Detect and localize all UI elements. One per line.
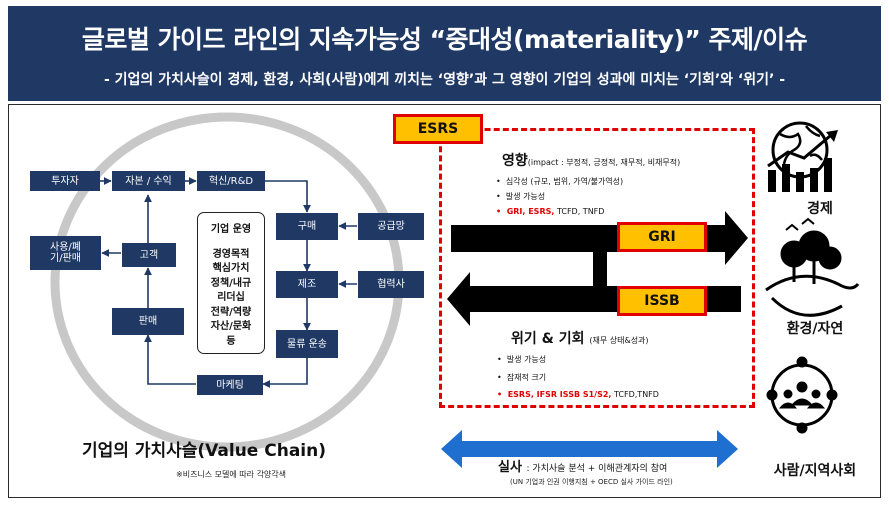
impact-title-text: 영향	[502, 153, 528, 169]
value-chain-label: 기업의 가치사슬(Value Chain)	[82, 441, 326, 461]
impact-subtitle: (impact : 부정적, 긍정적, 재무적, 비재무적)	[527, 158, 681, 167]
economy-icon	[771, 121, 829, 179]
practice-note: (UN 기업과 인권 이행지침 + OECD 실사 가이드 라인)	[510, 478, 673, 486]
operations-title: 기업 운영	[210, 224, 252, 235]
economy-label: 경제	[807, 201, 833, 217]
operations-line: 리더십	[217, 292, 245, 303]
box-logistics: 물류 운송	[276, 330, 338, 358]
box-customer: 고객	[122, 243, 176, 267]
practice-title: 실사	[498, 460, 522, 475]
box-supply-network: 공급망	[358, 213, 424, 240]
box-marketing: 마케팅	[197, 375, 263, 395]
box-sales: 판매	[112, 308, 184, 335]
impact-bullet-text: 심각성 (규모, 범위, 가역/불가역성)	[505, 177, 624, 186]
practice-subtitle: : 가치사슬 분석 + 이해관계자의 참여	[526, 464, 668, 474]
box-purchase: 구매	[276, 213, 338, 240]
impact-standards-red: GRI, ESRS,	[506, 207, 555, 216]
impact-standards-black: TCFD, TNFD	[554, 207, 605, 216]
arrow-logistics-marketing	[262, 358, 308, 388]
box-investor: 투자자	[30, 171, 100, 191]
risk-bullet: • 잠재적 크기	[497, 373, 547, 382]
content-frame	[8, 104, 881, 498]
risk-subtitle: (재무 상태&성과)	[589, 336, 649, 345]
risk-standards: • ESRS, IFSR ISSB S1/S2, TCFD,TNFD	[497, 390, 659, 399]
operations-line: 정책/내규	[210, 277, 252, 289]
header-banner: 글로벌 가이드 라인의 지속가능성 “중대성(materiality)” 주제/…	[8, 6, 881, 101]
environment-label: 환경/자연	[786, 321, 844, 337]
risk-title: 위기 & 기회 (재무 상태&성과)	[511, 328, 649, 348]
bar-chart-icon	[767, 130, 838, 192]
esrs-tag: ESRS	[393, 114, 483, 144]
impact-title: 영향(impact : 부정적, 긍정적, 재무적, 비재무적)	[502, 150, 680, 170]
box-innovation: 혁신/R&D	[197, 171, 265, 191]
practice-label: 실사 : 가치사슬 분석 + 이해관계자의 참여	[498, 456, 667, 475]
risk-bullet: • 발생 가능성	[497, 355, 547, 364]
box-use-disposal: 사용/폐기/판매	[30, 236, 101, 270]
box-manufacturing: 제조	[276, 271, 338, 298]
impact-standards: • GRI, ESRS, TCFD, TNFD	[496, 207, 605, 216]
society-label: 사람/지역사회	[773, 463, 857, 479]
impact-bullet-text: 발생 가능성	[505, 192, 546, 201]
risk-standards-red: ESRS, IFSR ISSB S1/S2,	[507, 390, 612, 399]
risk-bullet-text: 발생 가능성	[506, 355, 547, 364]
arrow-connector	[593, 250, 607, 288]
impact-bullet: • 심각성 (규모, 범위, 가역/불가역성)	[496, 177, 624, 186]
issb-tag: ISSB	[617, 286, 707, 316]
environment-icon	[765, 217, 860, 317]
materiality-dashed-box	[439, 128, 755, 408]
page-subtitle: - 기업의 가치사슬이 경제, 환경, 사회(사람)에게 끼치는 ‘영향’과 그…	[103, 72, 786, 88]
operations-line: 전략/역량	[210, 306, 252, 318]
risk-standards-black: TCFD,TNFD	[611, 390, 659, 399]
operations-box: 기업 운영 경영목적 핵심가치 정책/내규 리더십 전략/역량 자산/문화 등	[197, 212, 265, 354]
operations-line: 등	[226, 335, 236, 347]
value-chain-note: ※비즈니스 모델에 따라 각양각색	[176, 470, 287, 479]
stakeholder-icons	[765, 121, 860, 434]
operations-line: 핵심가치	[212, 263, 250, 274]
impact-bullet: • 발생 가능성	[496, 192, 546, 201]
arrow-marketing-sales	[144, 334, 196, 385]
risk-arrow	[447, 272, 741, 326]
gri-tag: GRI	[617, 222, 707, 252]
page-title: 글로벌 가이드 라인의 지속가능성 “중대성(materiality)” 주제/…	[81, 25, 808, 54]
risk-title-text: 위기 & 기회	[511, 331, 585, 347]
risk-bullet-text: 잠재적 크기	[506, 373, 547, 382]
box-partner: 협력사	[358, 271, 424, 298]
arrow-innovation-purchase	[265, 180, 311, 213]
society-icon	[766, 356, 838, 434]
practice-arrow	[441, 430, 738, 468]
operations-line: 경영목적	[212, 248, 250, 260]
box-capital-revenue: 자본 / 수익	[112, 171, 185, 191]
operations-line: 자산/문화	[210, 321, 252, 332]
